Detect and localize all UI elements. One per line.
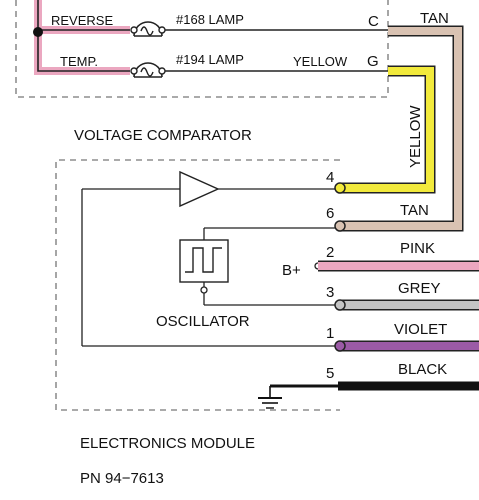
module-border bbox=[55, 159, 340, 411]
pin-number: 4 bbox=[326, 169, 334, 186]
pin-number: 5 bbox=[326, 365, 334, 382]
label-yellow-vertical: YELLOW bbox=[407, 105, 424, 168]
label-yellow-top: YELLOW bbox=[293, 54, 348, 69]
wire-end-grey bbox=[334, 299, 346, 311]
wire-label-grey: GREY bbox=[398, 280, 441, 297]
cable-yellow bbox=[340, 65, 436, 194]
label-voltage-comparator: VOLTAGE COMPARATOR bbox=[74, 127, 252, 144]
label-terminal-c: C bbox=[368, 13, 379, 30]
ground-icon bbox=[258, 384, 340, 409]
pin-number: 6 bbox=[326, 205, 334, 222]
square-wave-icon bbox=[185, 247, 222, 273]
junction-dot bbox=[33, 27, 43, 37]
wire-label-pink: PINK bbox=[400, 240, 435, 257]
lamp-panel-border bbox=[15, 0, 389, 98]
cable-tan bbox=[340, 25, 464, 232]
wire-line-temp bbox=[37, 30, 130, 72]
wire-end-tan bbox=[334, 220, 346, 232]
label-tan-top: TAN bbox=[420, 10, 449, 27]
pin-number: 1 bbox=[326, 325, 334, 342]
label-oscillator: OSCILLATOR bbox=[156, 313, 250, 330]
electronics-module bbox=[55, 159, 340, 411]
lamp-panel bbox=[15, 0, 389, 98]
pin-number: 3 bbox=[326, 284, 334, 301]
comparator-triangle-icon bbox=[179, 170, 220, 208]
wire-end-violet bbox=[334, 340, 346, 352]
wire-label-black: BLACK bbox=[398, 361, 447, 378]
lamp-194-icon bbox=[130, 62, 166, 78]
oscillator-box bbox=[179, 239, 229, 283]
label-part-number: PN 94−7613 bbox=[80, 470, 164, 487]
wire-label-violet: VIOLET bbox=[394, 321, 447, 338]
label-lamp-194: #194 LAMP bbox=[176, 52, 244, 67]
label-terminal-g: G bbox=[367, 53, 379, 70]
wire-end-yellow bbox=[334, 182, 346, 194]
label-lamp-168: #168 LAMP bbox=[176, 12, 244, 27]
label-electronics-module: ELECTRONICS MODULE bbox=[80, 435, 255, 452]
pin-number: 2 bbox=[326, 244, 334, 261]
label-bplus: B+ bbox=[282, 262, 301, 279]
label-temp: TEMP. bbox=[60, 54, 98, 69]
wire-label-tan: TAN bbox=[400, 202, 429, 219]
lamp-168-icon bbox=[130, 21, 166, 37]
label-reverse: REVERSE bbox=[51, 13, 113, 28]
